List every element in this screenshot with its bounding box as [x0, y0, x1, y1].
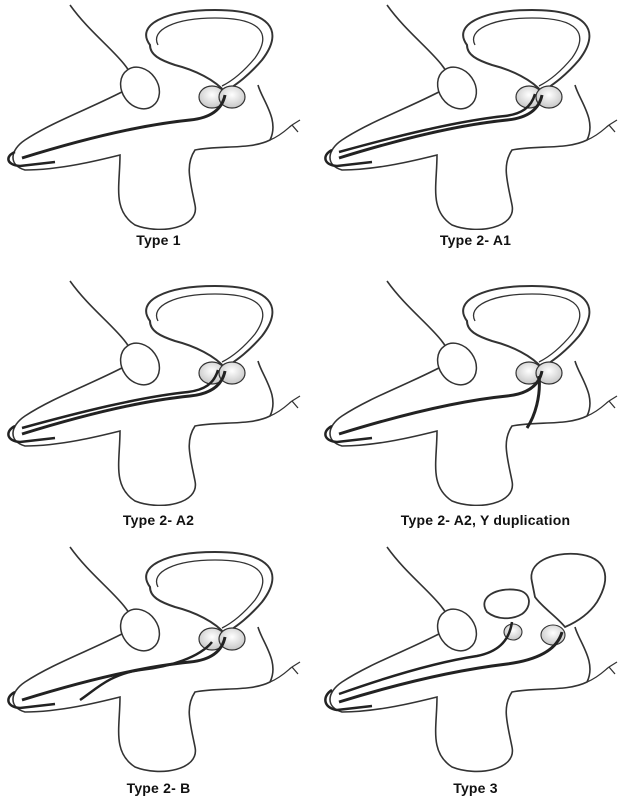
anatomy-drawing-type-1: [0, 0, 317, 230]
anatomy-drawing-type-2-a2: [0, 266, 317, 506]
caption-type-1: Type 1: [0, 232, 317, 248]
panel-type-3: Type 3: [317, 532, 634, 798]
anatomy-drawing-type-2-a2-y-duplication: [317, 266, 634, 506]
caption-type-2-a2: Type 2- A2: [0, 512, 317, 528]
anatomy-drawing-type-2-b: [0, 532, 317, 777]
caption-type-2-b: Type 2- B: [0, 780, 317, 796]
caption-type-2-a2-y-duplication: Type 2- A2, Y duplication: [327, 512, 635, 528]
caption-type-3: Type 3: [317, 780, 634, 796]
panel-type-2-a2: Type 2- A2: [0, 266, 317, 532]
panel-type-2-a1: Type 2- A1: [317, 0, 634, 266]
caption-type-2-a1: Type 2- A1: [317, 232, 634, 248]
panel-type-2-b: Type 2- B: [0, 532, 317, 798]
panel-type-2-a2-y-duplication: Type 2- A2, Y duplication: [317, 266, 634, 532]
anatomy-drawing-type-3: [317, 532, 634, 777]
panel-type-1: Type 1: [0, 0, 317, 266]
anatomy-drawing-type-2-a1: [317, 0, 634, 230]
